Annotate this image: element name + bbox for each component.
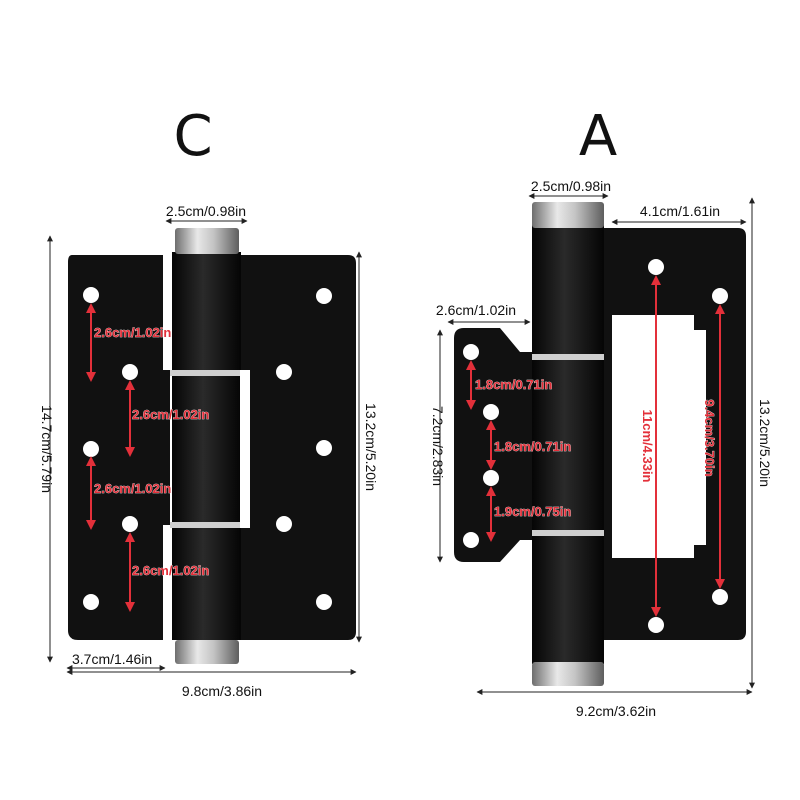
- hinge-c-right-leaf: [238, 255, 356, 640]
- hinge-c-total-width: 9.8cm/3.86in: [182, 683, 262, 699]
- hinge-a-right-leaf: [600, 228, 746, 640]
- hinge-c-hole: [316, 288, 332, 304]
- hinge-c-cap-bottom: [175, 640, 239, 664]
- hinge-a-barrel: [532, 224, 604, 664]
- hinge-c-ring-bottom: [170, 522, 242, 528]
- hinge-a-total-width: 9.2cm/3.62in: [576, 703, 656, 719]
- hinge-c-ring-top: [170, 370, 242, 376]
- hinge-c-hole: [122, 516, 138, 532]
- hinge-a-hole: [648, 259, 664, 275]
- hinge-a-spacing-3: 1.9cm/0.75in: [494, 504, 571, 519]
- hinge-c-holes: [83, 287, 332, 610]
- hinge-a-hole: [463, 532, 479, 548]
- hinge-c-spacing-1: 2.6cm/1.02in: [94, 325, 171, 340]
- hinge-c-total-height: 14.7cm/5.79in: [39, 405, 55, 493]
- hinge-a-hole: [463, 344, 479, 360]
- hinge-a-barrel-width: 2.5cm/0.98in: [531, 178, 611, 194]
- hinge-c-barrel: [172, 252, 241, 640]
- hinge-c-hole: [276, 364, 292, 380]
- hinge-a-hole: [483, 404, 499, 420]
- hinge-c-title: C: [173, 104, 212, 169]
- hinge-a-ring-top: [532, 354, 604, 360]
- hinge-a-spacing-2: 1.8cm/0.71in: [494, 439, 571, 454]
- hinge-c-cap-top: [175, 228, 239, 254]
- hinge-a-holes: [463, 259, 728, 633]
- hinge-c-slot: [240, 370, 250, 528]
- hinge-a-hole: [483, 470, 499, 486]
- hinge-c: C 2.6cm/1.: [39, 104, 379, 699]
- hinge-c-spacing-3: 2.6cm/1.02in: [94, 481, 171, 496]
- hinge-a-cap-bottom: [532, 662, 604, 686]
- hinge-c-hole: [122, 364, 138, 380]
- hinge-a-dim-lines: [437, 193, 755, 695]
- hinge-c-hole: [83, 594, 99, 610]
- hinge-a-hole: [712, 589, 728, 605]
- hinge-c-hole: [276, 516, 292, 532]
- hinge-a-title: A: [579, 104, 617, 169]
- hinge-a-hole: [648, 617, 664, 633]
- hinge-a-left-height: 7.2cm/2.83in: [430, 406, 446, 486]
- hinge-c-hole: [83, 441, 99, 457]
- hinge-a-hole: [712, 288, 728, 304]
- hinge-c-hole: [316, 594, 332, 610]
- hinge-c-right-height: 13.2cm/5.20in: [363, 403, 379, 491]
- hinge-a-spacing-1: 1.8cm/0.71in: [475, 377, 552, 392]
- hinge-c-spacing-4: 2.6cm/1.02in: [132, 563, 209, 578]
- hinge-c-spacing-2: 2.6cm/1.02in: [132, 407, 209, 422]
- hinge-c-dim-lines: [47, 218, 362, 675]
- hinge-a-left-width: 2.6cm/1.02in: [436, 302, 516, 318]
- hinge-a-spacing-arrows: [466, 275, 725, 617]
- hinge-c-left-width: 3.7cm/1.46in: [72, 651, 152, 667]
- hinge-c-hole: [83, 287, 99, 303]
- hinge-a-cap-top: [532, 202, 604, 228]
- hinge-a-right-width: 4.1cm/1.61in: [640, 203, 720, 219]
- hinge-c-barrel-width: 2.5cm/0.98in: [166, 203, 246, 219]
- hinge-a-hole-span-short: 9.4cm/3.70in: [702, 399, 717, 476]
- hinge-a-ring-bottom: [532, 530, 604, 536]
- hinge-a-total-height: 13.2cm/5.20in: [757, 399, 773, 487]
- hinge-c-hole: [316, 440, 332, 456]
- hinge-a-hole-span-long: 11cm/4.33in: [640, 410, 655, 483]
- hinge-c-spacing-arrows: [86, 303, 135, 612]
- hinge-a: A 1.8cm/0.71in 1.8: [430, 104, 773, 719]
